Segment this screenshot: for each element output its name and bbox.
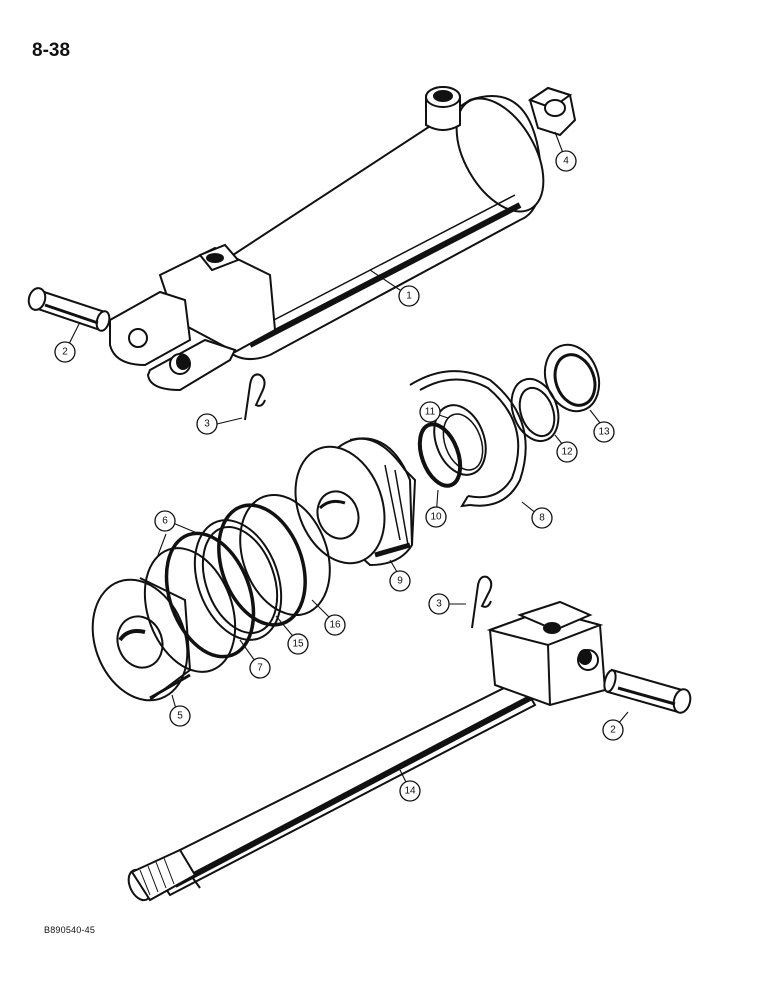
callout-2-lower: 2 [602, 719, 624, 741]
callout-14: 14 [399, 780, 421, 802]
callout-label: 6 [162, 516, 168, 527]
callout-label: 3 [204, 419, 210, 430]
callout-15: 15 [287, 633, 309, 655]
callout-10: 10 [425, 506, 447, 528]
piston-rod [127, 600, 607, 902]
piston-ring-15 [193, 519, 283, 641]
callout-3-upper: 3 [196, 413, 218, 435]
callout-label: 2 [610, 725, 616, 736]
callout-2-upper: 2 [54, 341, 76, 363]
cotter-pin-upper [244, 373, 266, 421]
wiper-seal-12 [510, 378, 560, 442]
piston [91, 577, 192, 702]
callout-label: 15 [292, 639, 304, 650]
wiper-seal-13 [543, 343, 601, 413]
retaining-ring [409, 370, 527, 508]
cotter-pin-lower [471, 575, 493, 629]
cylinder-barrel [109, 86, 545, 392]
piston-ring-6 [143, 547, 237, 673]
callout-6: 6 [154, 510, 176, 532]
callout-7: 7 [249, 657, 271, 679]
callout-5: 5 [169, 705, 191, 727]
callout-13: 13 [593, 421, 615, 443]
pin-upper [27, 287, 111, 332]
callout-label: 4 [563, 156, 569, 167]
page-number: 8-38 [32, 40, 71, 61]
callout-label: 8 [539, 513, 545, 524]
callout-label: 12 [561, 447, 573, 458]
callout-label: 5 [177, 711, 183, 722]
callout-label: 1 [406, 291, 412, 302]
callout-16: 16 [324, 614, 346, 636]
callout-label: 9 [397, 576, 403, 587]
callout-8: 8 [531, 507, 553, 529]
o-ring-10 [417, 422, 463, 488]
callout-3-lower: 3 [428, 593, 450, 615]
cylinder-head [294, 437, 417, 567]
piston-ring-16 [217, 493, 331, 627]
callout-label: 11 [425, 407, 436, 418]
callout-label: 13 [598, 427, 610, 438]
hex-nut [527, 86, 577, 137]
callout-label: 16 [329, 620, 341, 631]
callout-9: 9 [389, 570, 411, 592]
callout-label: 3 [436, 599, 442, 610]
figure-code: B890540-45 [44, 925, 96, 935]
callout-4: 4 [555, 150, 577, 172]
piston-ring-7 [164, 531, 256, 659]
callout-label: 14 [404, 786, 416, 797]
callout-11: 11 [419, 401, 441, 423]
pin-lower [603, 668, 692, 714]
callout-1: 1 [398, 285, 420, 307]
callout-label: 7 [257, 663, 263, 674]
o-ring-11 [433, 404, 487, 476]
callout-label: 10 [430, 512, 442, 523]
callout-12: 12 [556, 441, 578, 463]
callout-label: 2 [62, 347, 68, 358]
